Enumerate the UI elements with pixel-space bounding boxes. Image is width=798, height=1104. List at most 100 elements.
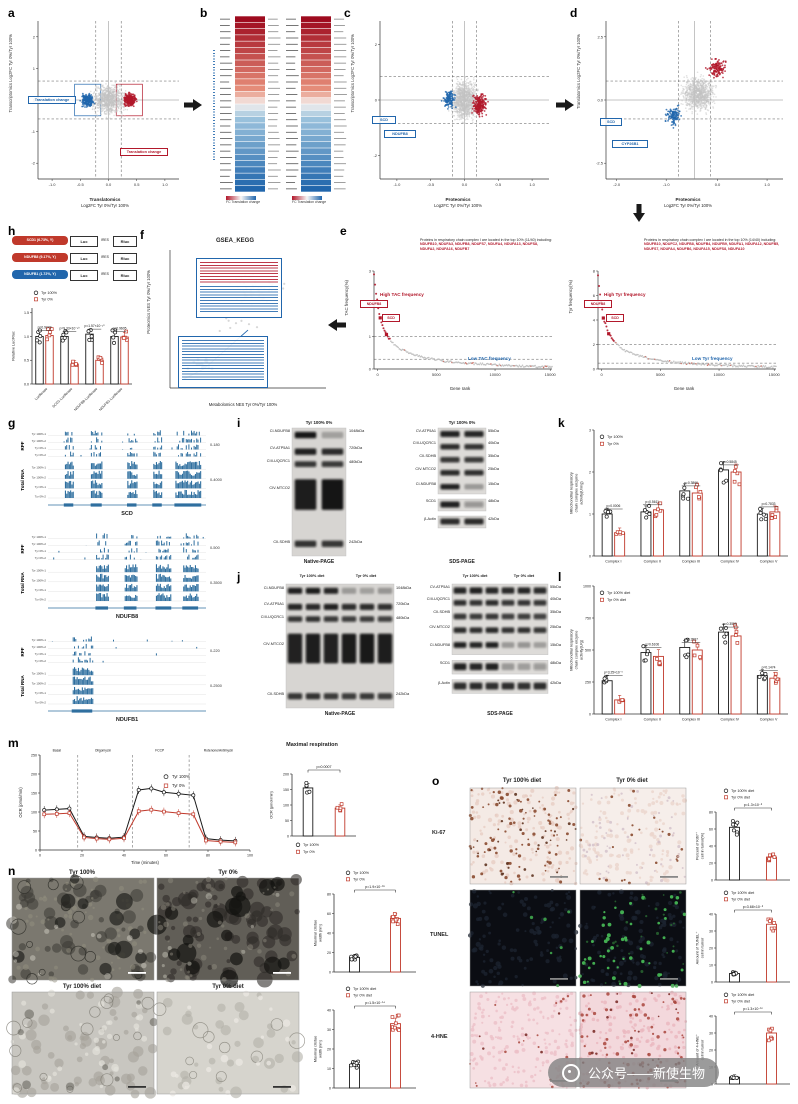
d-y-axis-label: Translatomics Log2FC Tyr 0%/Tyr 100%: [576, 34, 581, 109]
band-label: CI-NDUFB8: [269, 429, 290, 433]
o-row-label-4hne: 4-HNE: [431, 1034, 448, 1040]
e-left-marker-ndufb8: NDUFB8: [360, 300, 388, 308]
svg-text:0.0: 0.0: [106, 182, 112, 187]
i-sds-header: Tyr 100% 0%: [448, 420, 476, 425]
svg-text:0.0: 0.0: [24, 382, 29, 386]
a-annotation-translation-change-up: Translation change: [120, 148, 168, 156]
c-y-axis-label: Transcriptomics Log2FC Tyr 0%/Tyr 100%: [350, 34, 355, 113]
svg-text:-1: -1: [31, 129, 35, 134]
band-label: CIV-MTCO2: [269, 486, 290, 490]
svg-text:-1.0: -1.0: [663, 182, 671, 187]
n-em-image-tyr100: [6, 874, 157, 985]
j-native-caption: Native-PAGE: [324, 711, 356, 717]
e-left-x-axis-label: Gene rank: [449, 386, 471, 391]
kda-label: 48kDa: [488, 499, 499, 503]
band-label: CI-NDUFB8: [415, 482, 436, 486]
d-label-scd: SCD: [600, 118, 622, 126]
e-right-x-axis-label: Gene rank: [673, 386, 695, 391]
kda-label: 35kDa: [550, 610, 561, 614]
e-left-rank-plot: 0500010000150000123: [369, 269, 557, 378]
svg-text:10000: 10000: [713, 372, 725, 377]
f-pathway-box-2: [178, 336, 268, 388]
a-scatter-plot: -1.0-0.50.00.51.0-2-1012: [31, 21, 179, 187]
e-left-high-label: High TAC frequency: [380, 292, 424, 297]
b-heatmap-2: [286, 16, 347, 192]
kda-label: 720kDa: [396, 602, 410, 606]
f-pathway-text-blue: [200, 286, 278, 312]
e-left-y-axis-label: TAC frequency(%): [344, 280, 349, 316]
n-image-label-3: Tyr 100% diet: [62, 984, 102, 990]
svg-text:-2.0: -2.0: [613, 182, 621, 187]
svg-text:0.5: 0.5: [496, 182, 502, 187]
svg-text:0.0: 0.0: [597, 98, 603, 103]
svg-text:1.0: 1.0: [764, 182, 770, 187]
n-image-label-1: Tyr 100%: [69, 870, 95, 876]
panel-letter-b: b: [200, 6, 208, 20]
svg-text:1.0: 1.0: [162, 182, 168, 187]
svg-text:4: 4: [593, 318, 596, 323]
band-label: CIV-MTCO2: [415, 467, 436, 471]
kda-label: 480kDa: [349, 460, 363, 464]
o-col-header-1: Tyr 100% diet: [502, 778, 542, 784]
j-sds-blot-image: [451, 583, 549, 694]
panel-letter-f: f: [140, 228, 144, 242]
svg-text:2.5: 2.5: [597, 34, 603, 39]
svg-text:p=1.57×10⁻¹⁰: p=1.57×10⁻¹⁰: [85, 324, 106, 328]
a-x-axis-label-1: Translatomics: [89, 197, 121, 202]
h-ires-label: IRES: [101, 238, 109, 242]
svg-text:-1.0: -1.0: [393, 182, 401, 187]
kda-label: 35kDa: [488, 454, 499, 458]
kda-label: 1048kDa: [396, 586, 412, 590]
band-label: CIV-MTCO2: [263, 642, 284, 646]
j-native-header-2: Tyr 0% diet: [355, 573, 377, 578]
panel-letter-j: j: [237, 570, 241, 584]
o-ki67-image-tyr100: [468, 786, 578, 886]
band-label: β-Actin: [424, 517, 436, 521]
svg-text:0.5: 0.5: [24, 359, 29, 363]
svg-text:15000: 15000: [769, 372, 781, 377]
f-y-axis-label: Proteomics NES Tyr 0%/Tyr 100%: [146, 270, 151, 334]
b-legend-2: FC Translation change: [292, 196, 326, 204]
panel-letter-m: m: [8, 736, 19, 750]
svg-text:0: 0: [376, 372, 379, 377]
svg-text:1.5: 1.5: [24, 311, 29, 315]
f-pathway-text-red: [200, 262, 278, 284]
svg-text:-1.0: -1.0: [49, 182, 57, 187]
d-label-cyp26b1: CYP26B1: [612, 140, 648, 148]
band-label: CIII-UQCRC1: [412, 441, 436, 445]
h-rluc-box: Rluc: [113, 236, 137, 247]
a-annotation-translation-change-down: Translation change: [28, 96, 76, 104]
svg-text:1.0: 1.0: [24, 335, 29, 339]
svg-text:0: 0: [600, 372, 603, 377]
panel-letter-l: l: [558, 570, 562, 584]
i-native-blot-image: [291, 427, 347, 557]
f-pathway-box-1: [196, 258, 282, 318]
n-em-image-tyr0: [147, 873, 302, 988]
band-label: CI-NDUFB8: [263, 586, 284, 590]
svg-text:5000: 5000: [432, 372, 442, 377]
e-left-low-label: Low TAC frequency: [468, 356, 511, 361]
o-ki67-image-tyr0: [578, 787, 688, 886]
band-label: CII-SDHB: [267, 692, 284, 696]
f-title: GSEA_KEGG: [215, 238, 254, 244]
kda-label: 1048kDa: [349, 429, 365, 433]
e-right-low-label: Low Tyr frequency: [692, 356, 733, 361]
a-y-axis-label: Transcriptomics Log2FC Tyr 0%/Tyr 100%: [8, 34, 13, 113]
e-right-high-label: High Tyr frequency: [604, 292, 646, 297]
svg-text:p=0.9605: p=0.9605: [113, 327, 127, 331]
j-native-blot-image: [285, 583, 395, 709]
svg-text:Luciferase: Luciferase: [34, 387, 48, 401]
e-right-marker-ndufb8: NDUFB8: [584, 300, 612, 308]
h-ires-label: IRES: [101, 255, 109, 259]
e-right-note-black: Proteins in respiratory chain complex I …: [644, 238, 777, 242]
svg-text:-0.5: -0.5: [427, 182, 435, 187]
h-construct-label-scd1: SCD1 (6.73%, Y): [12, 236, 68, 245]
